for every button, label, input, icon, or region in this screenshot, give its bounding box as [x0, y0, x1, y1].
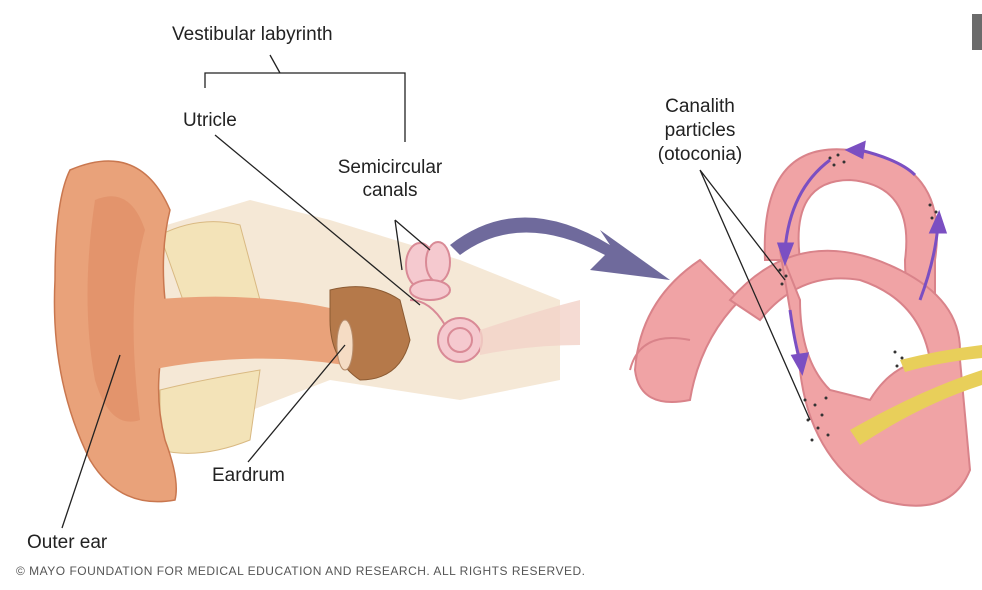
label-semicircular-2: canals	[362, 180, 418, 201]
eardrum-line	[247, 344, 346, 463]
inner-ear-small	[405, 241, 483, 363]
leader-lines	[61, 54, 811, 529]
label-canalith-3: (otoconia)	[657, 144, 743, 165]
label-canalith-2: particles	[664, 120, 736, 141]
canalith-line	[699, 169, 811, 421]
vestibular-bracket	[204, 54, 406, 142]
label-semicircular-1: Semicircular	[337, 157, 443, 178]
ear-canal	[150, 296, 345, 370]
magnify-arrow	[450, 217, 670, 280]
label-vestibular-labyrinth: Vestibular labyrinth	[172, 24, 333, 45]
semicircular-line	[394, 219, 431, 271]
inner-ear-large	[629, 148, 972, 507]
utricle-line	[214, 134, 421, 306]
nerve	[850, 370, 982, 445]
label-eardrum: Eardrum	[212, 465, 285, 486]
otoconia-particles	[778, 153, 938, 442]
label-utricle: Utricle	[183, 110, 237, 131]
corner-badge	[972, 14, 982, 50]
label-outer-ear: Outer ear	[27, 532, 108, 553]
copyright-notice: © MAYO FOUNDATION FOR MEDICAL EDUCATION …	[16, 564, 586, 578]
label-canalith-1: Canalith	[665, 96, 735, 117]
outer-ear-line	[61, 354, 121, 529]
